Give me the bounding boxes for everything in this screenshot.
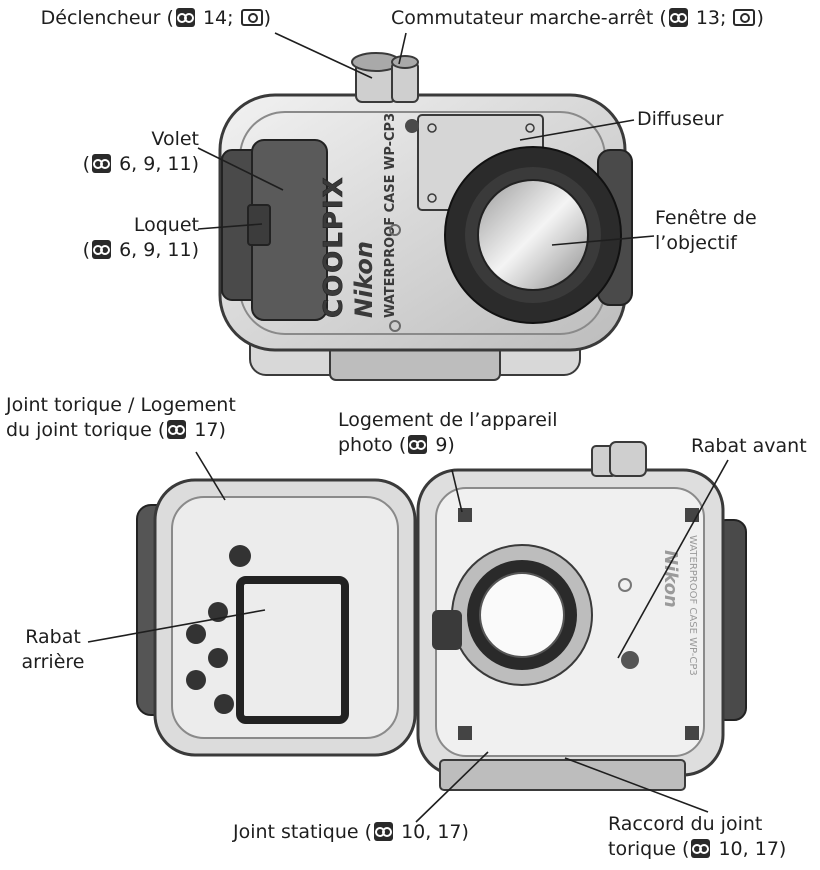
label-static-seal: Joint statique ( 10, 17) <box>233 821 469 843</box>
closed-case: COOLPIX Nikon WATERPROOF CASE WP-CP3 <box>218 52 633 381</box>
logo-brand: Nikon <box>350 241 378 318</box>
label-title: Volet <box>151 128 199 150</box>
page-reference-icon <box>374 822 394 841</box>
label-pages: 6, 9, 11) <box>119 239 199 261</box>
label-o-ring-joint: Raccord du joint torique ( 10, 17) <box>608 813 787 860</box>
logo-brand-inner: Nikon <box>660 550 681 608</box>
logo-model-inner: WATERPROOF CASE WP-CP3 <box>687 535 698 676</box>
label-pages: 14; <box>202 7 234 29</box>
label-diffuser: Diffuseur <box>637 108 724 130</box>
label-pages: 10, 17) <box>401 821 469 843</box>
label-shutter-release: Déclencheur ( 14; ) <box>40 7 271 29</box>
camera-manual-icon <box>733 9 756 26</box>
label-text: Commutateur marche-arrêt ( <box>391 7 667 29</box>
page-reference-icon <box>691 839 711 858</box>
page-reference-icon <box>175 8 195 27</box>
label-power-switch: Commutateur marche-arrêt ( 13; ) <box>391 7 764 29</box>
page-reference-icon <box>408 435 428 454</box>
page-reference-icon <box>668 8 688 27</box>
label-text: Déclencheur ( <box>40 7 174 29</box>
camera-manual-icon <box>240 9 263 26</box>
label-latch: Loquet ( 6, 9, 11) <box>82 214 199 261</box>
label-o-ring: Joint torique / Logement du joint toriqu… <box>6 394 236 441</box>
page-reference-icon <box>92 240 112 259</box>
label-camera-mount: Logement de l’appareil photo ( 9) <box>338 409 558 456</box>
logo-model: WATERPROOF CASE WP-CP3 <box>383 113 398 318</box>
logo-series: COOLPIX <box>319 175 349 318</box>
label-front-flap: Rabat avant <box>691 435 807 457</box>
page-reference-icon <box>92 154 112 173</box>
label-pages: 17) <box>194 419 226 441</box>
lens-window <box>477 179 589 291</box>
label-title: Loquet <box>133 214 199 236</box>
label-pages: 13; <box>695 7 727 29</box>
label-door: Volet ( 6, 9, 11) <box>82 128 199 175</box>
label-pages: 6, 9, 11) <box>119 153 199 175</box>
label-lens-window: Fenêtre de l’objectif <box>655 207 757 254</box>
label-back-flap: Rabat arrière <box>21 626 85 673</box>
page-reference-icon <box>167 420 187 439</box>
open-case: Nikon WATERPROOF CASE WP-CP3 <box>136 441 747 791</box>
label-pages: 10, 17) <box>718 838 787 860</box>
leader-lines <box>87 32 729 823</box>
label-pages: 9) <box>435 434 455 456</box>
